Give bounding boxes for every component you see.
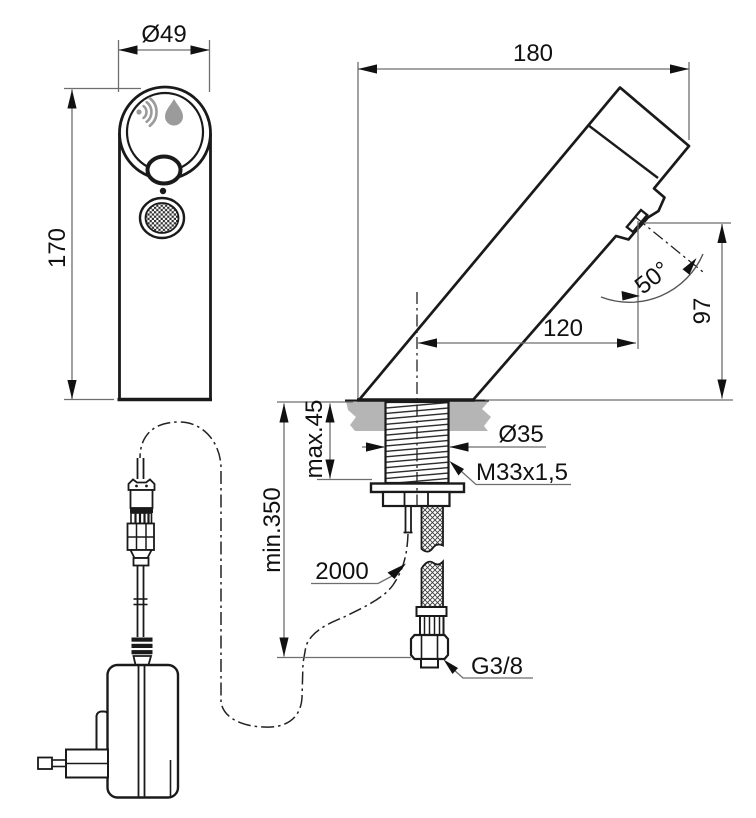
arrow-up-left-icon <box>449 461 464 476</box>
angle-arc <box>600 253 704 303</box>
water-drop-icon <box>165 99 183 126</box>
front-view-faucet <box>117 40 212 402</box>
mounting-shank <box>369 400 466 534</box>
arrow-up-right-icon <box>682 258 697 275</box>
label-outlet-reach: 120 <box>543 315 583 342</box>
cable-connector <box>126 458 156 637</box>
arrow-up-right-icon <box>387 563 406 579</box>
proximity-waves-icon <box>136 96 158 128</box>
label-front-height: 170 <box>44 228 71 268</box>
arrow-right-icon <box>190 45 210 55</box>
hose-segment-lower <box>420 559 444 608</box>
arrow-down-icon <box>67 380 77 399</box>
hose-segment-upper <box>420 505 444 553</box>
adapter-body <box>106 663 180 799</box>
arrow-left-icon <box>418 338 437 348</box>
arrow-left-icon <box>118 45 138 55</box>
arrow-right-icon <box>617 338 636 348</box>
hose-collar <box>415 606 448 617</box>
dim-side-depth <box>357 62 690 399</box>
label-hole-diameter: Ø35 <box>498 421 543 448</box>
dim-outlet-height <box>485 222 733 401</box>
led-dot <box>159 187 167 195</box>
label-spout-angle: 50° <box>630 256 675 300</box>
strain-relief-rib <box>131 637 153 642</box>
arrow-up-icon <box>325 403 335 423</box>
deck-section-left <box>346 401 385 431</box>
label-cable-length: 2000 <box>315 558 368 585</box>
mounting-nut <box>381 490 451 508</box>
power-adapter <box>37 637 180 799</box>
arrow-right-icon <box>670 64 689 74</box>
sensor-cap-seam <box>587 124 659 179</box>
mounting-deck <box>345 398 491 431</box>
arrow-left-icon <box>449 442 469 452</box>
supply-hose <box>409 505 450 669</box>
connector-cap <box>127 478 156 491</box>
cable-routing-path <box>139 421 409 728</box>
washer <box>369 482 466 494</box>
arrow-up-icon <box>67 89 77 109</box>
leader-cable-length <box>311 574 395 585</box>
label-supply-thread: G3/8 <box>471 653 523 680</box>
label-side-depth: 180 <box>513 40 553 67</box>
label-front-diameter: Ø49 <box>141 21 186 48</box>
connector-band <box>130 508 153 513</box>
label-min-clearance: min.350 <box>259 487 286 572</box>
arrow-up-icon <box>279 403 289 423</box>
label-max-deck: max.45 <box>301 400 328 479</box>
dim-outlet-reach <box>418 221 639 349</box>
label-thread: M33x1,5 <box>476 459 568 486</box>
aerator-mesh <box>144 202 180 234</box>
arrow-down-icon <box>325 459 335 479</box>
dim-front-height <box>64 87 141 401</box>
arrow-right-icon <box>366 442 385 452</box>
aerator-face <box>625 208 649 234</box>
arrow-up-icon <box>717 224 727 243</box>
strain-relief-base <box>132 655 153 666</box>
side-view-faucet <box>357 86 691 402</box>
connector-tail <box>132 557 150 567</box>
arrow-left-icon <box>358 64 377 74</box>
deck-section-right <box>449 401 491 431</box>
connector-neck <box>129 489 154 509</box>
connector-taper <box>129 549 153 559</box>
arrow-down-icon <box>279 637 289 657</box>
label-outlet-height: 97 <box>689 298 716 325</box>
arrow-down-icon <box>717 379 727 399</box>
leader-thread <box>460 470 571 486</box>
arrow-up-left-icon <box>443 659 458 674</box>
hose-hex-nut <box>409 633 450 661</box>
arrow-right-icon <box>621 291 640 301</box>
spout-ring <box>145 154 183 186</box>
faucet-body-outline <box>357 86 691 402</box>
leader-supply-thread <box>452 668 533 679</box>
plug-pin-tip <box>37 756 53 770</box>
dim-min-clearance <box>277 403 411 659</box>
hose-thread-stub <box>420 658 439 669</box>
